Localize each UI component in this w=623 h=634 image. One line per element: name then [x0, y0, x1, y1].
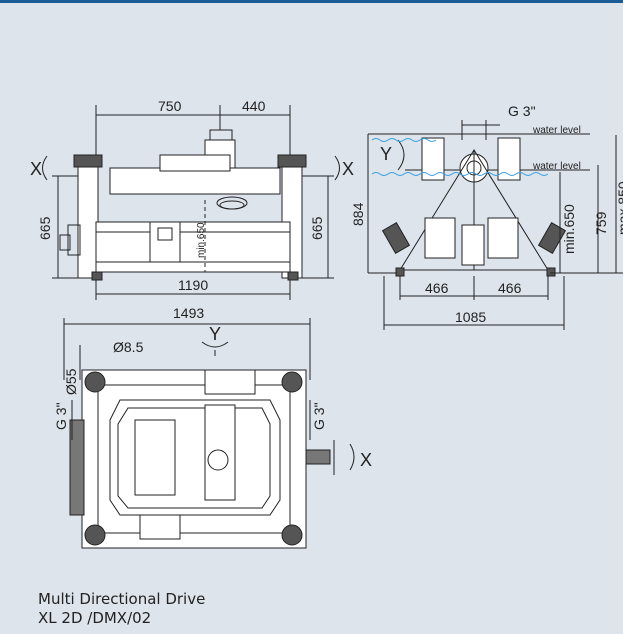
dim-665-right: 665: [309, 216, 325, 240]
dim-min650-side: min.650: [561, 204, 577, 254]
dim-d85: Ø8.5: [113, 339, 144, 355]
caption: Multi Directional Drive XL 2D /DMX/02: [38, 590, 205, 628]
side-view-labels: G 3" water level water level 884 min.650…: [350, 103, 623, 325]
caption-model: XL 2D /DMX/02: [38, 609, 152, 627]
dim-466-left: 466: [425, 280, 449, 296]
dim-1085: 1085: [455, 309, 486, 325]
dim-759: 759: [593, 211, 609, 235]
side-view: [367, 120, 623, 330]
x-axis-left: X: [30, 159, 42, 179]
dim-750: 750: [158, 98, 182, 114]
dim-440: 440: [242, 98, 266, 114]
dim-g3-side: G 3": [508, 103, 536, 119]
dim-g3-left: G 3": [53, 402, 69, 430]
dim-d55: Ø55: [63, 368, 79, 395]
dim-1190: 1190: [178, 277, 208, 293]
dim-665-left: 665: [37, 216, 53, 240]
dim-884: 884: [350, 202, 366, 226]
top-view: [63, 318, 355, 549]
y-axis-top: Y: [209, 324, 221, 344]
dim-max850: max.850: [615, 181, 623, 235]
water-level-bottom: water level: [532, 161, 581, 172]
y-axis-side: Y: [380, 144, 392, 164]
x-axis-top: X: [360, 450, 372, 470]
front-view-labels: 750 440 1190 min.650 665 665 X X: [30, 98, 354, 293]
dim-min650: min.650: [196, 222, 207, 258]
x-axis-right: X: [342, 159, 354, 179]
dim-1493: 1493: [173, 305, 204, 321]
front-view: [42, 105, 340, 300]
water-level-top: water level: [532, 125, 581, 136]
dim-466-right: 466: [498, 280, 522, 296]
caption-title: Multi Directional Drive: [38, 590, 206, 608]
dim-g3-right: G 3": [311, 402, 327, 430]
header-rule: [0, 0, 623, 3]
top-view-labels: 1493 Ø8.5 Ø55 G 3" G 3" Y X: [53, 305, 372, 470]
